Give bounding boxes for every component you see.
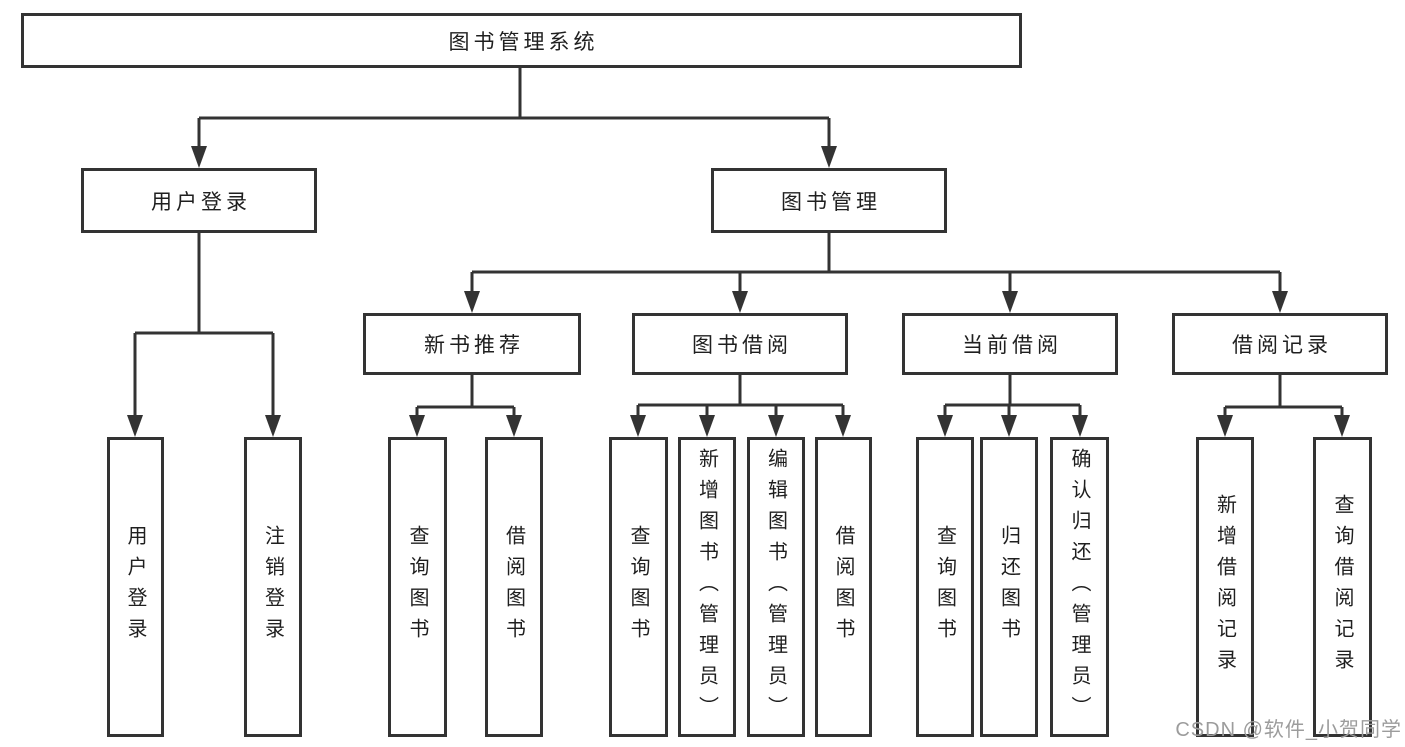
leaf-recommend-borrow-books: 借阅图书: [485, 437, 543, 737]
leaf-current-query-books: 查询图书: [916, 437, 974, 737]
arrowhead: [937, 415, 953, 437]
leaf-records-query-record-label: 查询借阅记录: [1331, 494, 1353, 680]
arrowhead: [699, 415, 715, 437]
arrowhead: [821, 146, 837, 168]
node-user-login-label: 用户登录: [151, 190, 251, 214]
node-book-borrow-label: 图书借阅: [692, 334, 792, 357]
csdn-watermark: CSDN @软件_小贺同学: [1175, 719, 1402, 741]
leaf-current-return-books-label: 归还图书: [997, 525, 1020, 649]
leaf-logout: 注销登录: [244, 437, 302, 737]
leaf-records-add-record-label: 新增借阅记录: [1213, 494, 1236, 680]
arrowhead: [630, 415, 646, 437]
node-book-management-label: 图书管理: [781, 190, 881, 214]
node-root: 图书管理系统: [21, 13, 1022, 68]
node-borrow-records-label: 借阅记录: [1232, 334, 1332, 357]
leaf-records-query-record: 查询借阅记录: [1313, 437, 1372, 737]
arrowhead: [1002, 291, 1018, 313]
leaf-borrow-borrow-books-label: 借阅图书: [832, 525, 854, 649]
leaf-current-return-books: 归还图书: [980, 437, 1038, 737]
arrowhead: [265, 415, 281, 437]
node-new-book-recommend: 新书推荐: [363, 313, 581, 375]
arrowhead: [835, 415, 851, 437]
arrowhead: [1334, 415, 1350, 437]
arrowhead: [768, 415, 784, 437]
leaf-borrow-add-books-admin: 新增图书（管理员）: [678, 437, 736, 737]
node-root-label: 图书管理系统: [448, 30, 599, 54]
leaf-recommend-borrow-books-label: 借阅图书: [502, 525, 525, 649]
arrowhead: [1217, 415, 1233, 437]
node-current-borrow: 当前借阅: [902, 313, 1118, 375]
leaf-user-login-label: 用户登录: [124, 525, 146, 649]
leaf-logout-label: 注销登录: [261, 525, 284, 649]
arrowhead: [732, 291, 748, 313]
node-current-borrow-label: 当前借阅: [962, 334, 1062, 357]
node-user-login: 用户登录: [81, 168, 317, 233]
arrowhead: [409, 415, 425, 437]
arrowhead: [464, 291, 480, 313]
arrowhead: [191, 146, 207, 168]
leaf-borrow-borrow-books: 借阅图书: [815, 437, 872, 737]
leaf-current-query-books-label: 查询图书: [933, 525, 956, 649]
leaf-borrow-edit-books-admin: 编辑图书（管理员）: [747, 437, 805, 737]
arrowhead: [1272, 291, 1288, 313]
leaf-borrow-query-books-label: 查询图书: [627, 525, 649, 649]
arrowhead: [1072, 415, 1088, 437]
leaf-borrow-edit-books-admin-label: 编辑图书（管理员）: [764, 447, 787, 727]
arrowhead: [127, 415, 143, 437]
leaf-current-confirm-return-admin-label: 确认归还（管理员）: [1068, 447, 1090, 727]
node-book-management: 图书管理: [711, 168, 947, 233]
node-book-borrow: 图书借阅: [632, 313, 848, 375]
leaf-recommend-query-books-label: 查询图书: [406, 525, 428, 649]
arrowhead: [506, 415, 522, 437]
leaf-user-login: 用户登录: [107, 437, 164, 737]
leaf-borrow-add-books-admin-label: 新增图书（管理员）: [695, 447, 718, 727]
node-new-book-recommend-label: 新书推荐: [424, 334, 524, 357]
node-borrow-records: 借阅记录: [1172, 313, 1388, 375]
leaf-borrow-query-books: 查询图书: [609, 437, 668, 737]
arrowhead: [1001, 415, 1017, 437]
leaf-records-add-record: 新增借阅记录: [1196, 437, 1254, 737]
leaf-recommend-query-books: 查询图书: [388, 437, 447, 737]
leaf-current-confirm-return-admin: 确认归还（管理员）: [1050, 437, 1109, 737]
